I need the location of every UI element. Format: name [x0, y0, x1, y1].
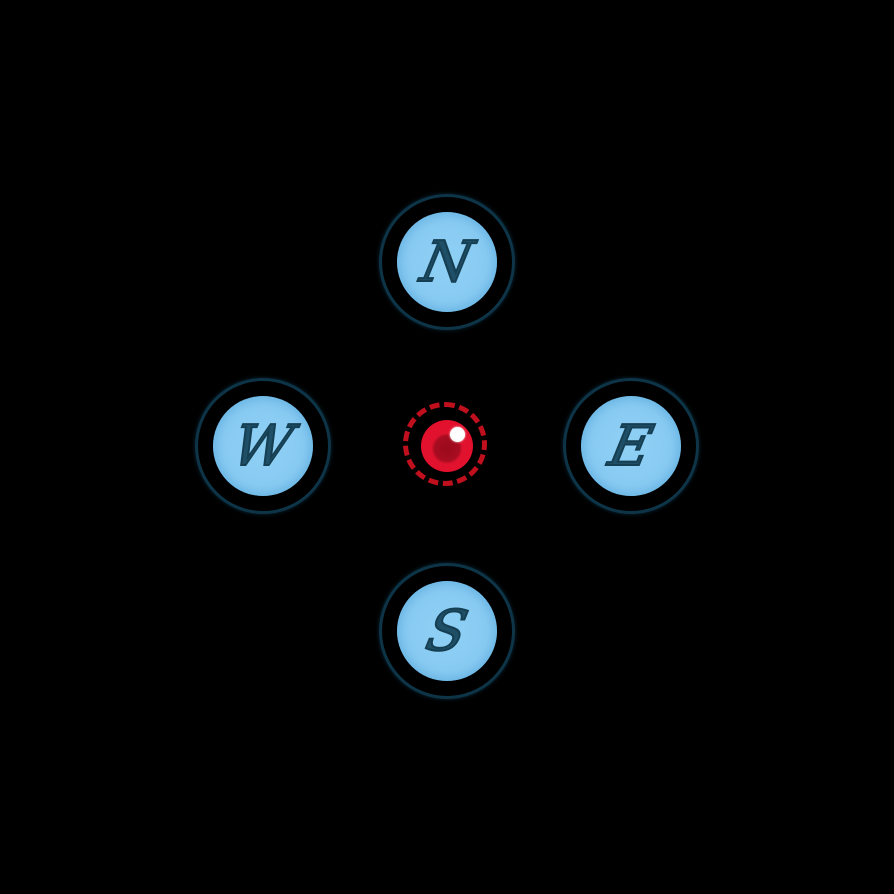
north-button[interactable]: N — [379, 194, 515, 330]
west-button-fill — [213, 396, 313, 496]
west-label: W — [226, 413, 299, 480]
north-label: N — [415, 229, 480, 296]
east-button-fill — [581, 396, 681, 496]
south-label: S — [420, 598, 474, 665]
center-button[interactable] — [401, 400, 493, 492]
orb-highlight — [450, 427, 465, 442]
red-orb-icon[interactable] — [421, 420, 473, 472]
west-button[interactable]: W — [195, 378, 331, 514]
east-button[interactable]: E — [563, 378, 699, 514]
east-label: E — [603, 413, 660, 480]
south-button[interactable]: S — [379, 563, 515, 699]
north-button-fill — [397, 212, 497, 312]
south-button-fill — [397, 581, 497, 681]
dashed-ring — [403, 402, 487, 486]
